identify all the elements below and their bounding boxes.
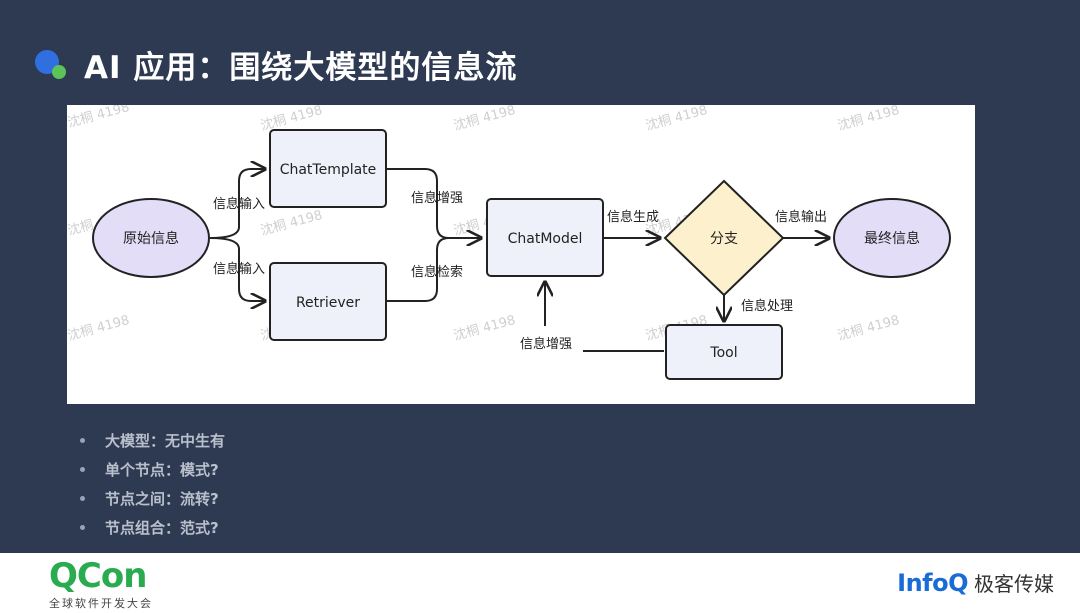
watermark: 沈桐 4198 bbox=[836, 105, 901, 134]
footer-bar: QCon 全球软件开发大会 InfoQ 极客传媒 bbox=[0, 553, 1080, 613]
edge-label-output: 信息输出 bbox=[775, 209, 827, 225]
edge-source-to-retriever bbox=[209, 237, 265, 301]
edge-label-input-top: 信息输入 bbox=[213, 196, 265, 212]
qcon-logo-text: QCon bbox=[49, 556, 147, 596]
branch-node bbox=[663, 179, 785, 297]
bullet-text: 单个节点：模式? bbox=[105, 460, 219, 479]
edge-template-to-model bbox=[387, 168, 481, 238]
edge-retriever-to-model bbox=[387, 237, 450, 302]
edge-source-to-template bbox=[209, 169, 265, 239]
tool-node bbox=[665, 324, 783, 380]
edge-label-input-bottom: 信息输入 bbox=[213, 261, 265, 277]
bullet-list: 大模型：无中生有 单个节点：模式? 节点之间：流转? 节点组合：范式? bbox=[80, 426, 225, 542]
edge-label-generate: 信息生成 bbox=[607, 209, 659, 225]
infoq-logo-text: InfoQ bbox=[897, 568, 968, 597]
branch-node-label: 分支 bbox=[710, 231, 738, 247]
chat-model-node-label: ChatModel bbox=[508, 231, 583, 247]
edge-label-process: 信息处理 bbox=[741, 298, 793, 314]
chat-model-node bbox=[486, 198, 604, 277]
source-node-label: 原始信息 bbox=[123, 230, 179, 247]
bullet-item: 节点之间：流转? bbox=[80, 484, 225, 513]
watermark: 沈桐 4198 bbox=[452, 105, 517, 134]
bullet-dot-icon bbox=[80, 438, 85, 443]
final-node bbox=[833, 198, 951, 278]
flow-diagram: 沈桐 4198 沈桐 4198 沈桐 4198 沈桐 4198 沈桐 4198 … bbox=[67, 105, 975, 404]
chat-template-node-label: ChatTemplate bbox=[280, 162, 377, 178]
final-node-label: 最终信息 bbox=[864, 230, 920, 247]
infoq-logo: InfoQ 极客传媒 bbox=[897, 568, 1054, 597]
bullet-dot-icon bbox=[80, 496, 85, 501]
infoq-cn-text: 极客传媒 bbox=[974, 572, 1054, 596]
source-node bbox=[92, 198, 210, 278]
bullet-text: 大模型：无中生有 bbox=[105, 431, 226, 450]
watermark: 沈桐 4198 bbox=[67, 105, 131, 131]
bullet-item: 大模型：无中生有 bbox=[80, 426, 225, 455]
tool-node-label: Tool bbox=[709, 345, 737, 361]
qcon-logo: QCon 全球软件开发大会 bbox=[49, 559, 153, 611]
title-bullet-icon bbox=[35, 50, 66, 79]
watermark: 沈桐 4198 bbox=[259, 208, 324, 239]
connectors bbox=[209, 168, 829, 352]
retriever-node-label: Retriever bbox=[296, 295, 360, 311]
bullet-item: 单个节点：模式? bbox=[80, 455, 225, 484]
watermark: 沈桐 4198 bbox=[836, 313, 901, 344]
bullet-text: 节点组合：范式? bbox=[105, 518, 219, 537]
edge-label-enhance: 信息增强 bbox=[411, 190, 463, 206]
bullet-item: 节点组合：范式? bbox=[80, 513, 225, 542]
page-title: AI 应用：围绕大模型的信息流 bbox=[84, 50, 518, 86]
watermark: 沈桐 4198 bbox=[67, 313, 131, 344]
chat-template-node bbox=[269, 129, 387, 208]
bullet-text: 节点之间：流转? bbox=[105, 489, 219, 508]
edge-label-tool-enhance: 信息增强 bbox=[520, 336, 572, 352]
retriever-node bbox=[269, 262, 387, 341]
bullet-dot-icon bbox=[80, 525, 85, 530]
watermark: 沈桐 4198 bbox=[452, 313, 517, 344]
bullet-dot-icon bbox=[80, 467, 85, 472]
watermark: 沈桐 4198 bbox=[644, 105, 709, 134]
edge-label-retrieve: 信息检索 bbox=[411, 264, 463, 280]
qcon-subtitle: 全球软件开发大会 bbox=[49, 597, 153, 610]
